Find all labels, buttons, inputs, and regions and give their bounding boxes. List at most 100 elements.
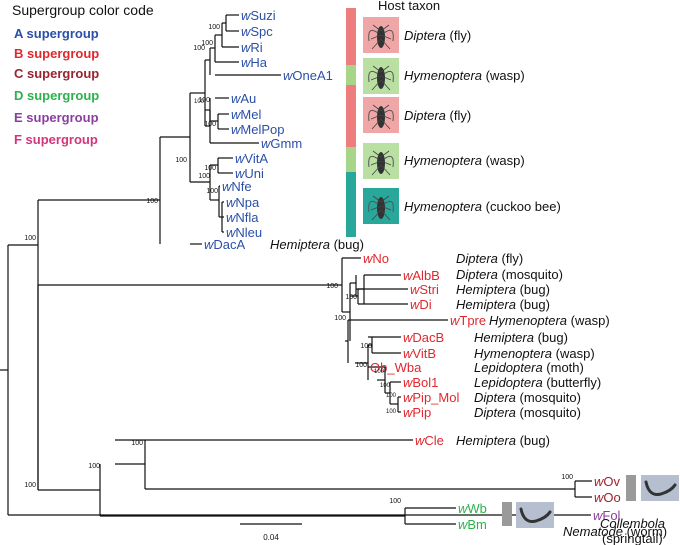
- bootstrap-label: 100: [24, 482, 36, 489]
- host-bar-fly: [346, 85, 356, 147]
- host-label: Hemiptera (bug): [456, 297, 550, 312]
- taxon-label: wAlbB: [403, 268, 440, 283]
- host-bar-worm: [502, 502, 512, 526]
- taxon-label: wUni: [235, 166, 264, 181]
- taxon-label: wNo: [363, 251, 389, 266]
- host-label: Hymenoptera (wasp): [404, 153, 525, 168]
- bootstrap-label: 100: [175, 157, 187, 164]
- bootstrap-label: 100: [88, 463, 100, 470]
- host-label: Diptera (fly): [404, 108, 471, 123]
- host-label: Nematode (worm): [563, 524, 667, 539]
- taxon-label: wAu: [231, 91, 256, 106]
- host-bar-worm: [626, 475, 636, 501]
- worm-image: [641, 475, 679, 501]
- bootstrap-label: 100: [360, 343, 372, 350]
- bootstrap-label: 100: [208, 24, 220, 31]
- bootstrap-label: 100: [193, 45, 205, 52]
- taxon-label: wNleu: [226, 225, 262, 240]
- host-bar-cuckoo-bee: [346, 172, 356, 237]
- taxon-label: wTpre: [450, 313, 486, 328]
- bootstrap-label: 100: [194, 99, 205, 105]
- legend-item-d: D supergroup: [14, 88, 100, 103]
- host-label: Hymenoptera (wasp): [404, 68, 525, 83]
- bootstrap-label: 100: [198, 173, 210, 180]
- taxon-label: wSuzi: [241, 8, 276, 23]
- taxon-label: wHa: [241, 55, 268, 70]
- host-taxon-header: Host taxon: [378, 0, 441, 13]
- host-label: Hymenoptera (cuckoo bee): [404, 199, 561, 214]
- wasp-image: [363, 58, 399, 94]
- taxon-label: wNfla: [226, 210, 259, 225]
- taxon-label: wPip: [403, 405, 431, 420]
- taxon-label: wPip_Mol: [403, 390, 459, 405]
- taxon-label: wDi: [410, 297, 432, 312]
- taxon-label: wVitA: [235, 151, 268, 166]
- host-label: Hemiptera (bug): [456, 282, 550, 297]
- taxon-label: wVitB: [403, 346, 436, 361]
- bootstrap-label: 100: [374, 369, 385, 375]
- fly-image: [363, 97, 399, 133]
- bootstrap-label: 100: [561, 474, 573, 481]
- taxon-label: wBm: [458, 517, 487, 532]
- worm-image: [516, 502, 554, 528]
- taxon-label: wNpa: [226, 195, 260, 210]
- host-label: Diptera (mosquito): [474, 390, 581, 405]
- bootstrap-label: 100: [24, 235, 36, 242]
- bootstrap-label: 100: [386, 409, 397, 415]
- bootstrap-label: 100: [326, 283, 338, 290]
- host-label: Hemiptera (bug): [270, 237, 364, 252]
- taxon-label: Ob_Wba: [370, 360, 422, 375]
- bootstrap-label: 100: [146, 198, 158, 205]
- taxon-label: wBol1: [403, 375, 438, 390]
- bootstrap-label: 100: [198, 97, 210, 104]
- legend-item-b: B supergroup: [14, 46, 100, 61]
- taxon-label: wOo: [594, 490, 621, 505]
- host-bar-wasp: [346, 147, 356, 172]
- bootstrap-label: 100: [334, 315, 346, 322]
- legend-title: Supergroup color code: [12, 2, 154, 18]
- host-label: Hymenoptera (wasp): [474, 346, 595, 361]
- host-label: Diptera (fly): [456, 251, 523, 266]
- host-label: Collembola: [600, 516, 665, 531]
- legend-item-a: A supergroup: [14, 26, 99, 41]
- host-label: (springtail): [602, 531, 663, 545]
- bootstrap-label: 100: [386, 393, 397, 399]
- scale-bar-label: 0.04: [263, 533, 279, 542]
- taxon-label: wOneA1: [283, 68, 333, 83]
- taxon-label: wOv: [594, 474, 621, 489]
- bootstrap-label: 100: [131, 440, 143, 447]
- bootstrap-label: 100: [201, 40, 213, 47]
- bootstrap-label: 100: [345, 294, 357, 301]
- taxon-label: wNfe: [222, 179, 252, 194]
- host-label: Hemiptera (bug): [456, 433, 550, 448]
- taxon-label: wRi: [241, 40, 263, 55]
- host-bar-fly: [346, 8, 356, 65]
- host-label: Diptera (fly): [404, 28, 471, 43]
- legend-item-e: E supergroup: [14, 110, 99, 125]
- taxon-label: wSpc: [241, 24, 273, 39]
- taxon-label: wDacB: [403, 330, 444, 345]
- host-label: Diptera (mosquito): [456, 267, 563, 282]
- taxon-label: wFol: [593, 508, 621, 523]
- taxon-label: wCle: [415, 433, 444, 448]
- taxon-label: wGmm: [261, 136, 302, 151]
- host-label: Lepidoptera (butterfly): [474, 375, 601, 390]
- bootstrap-label: 100: [355, 362, 367, 369]
- host-label: Diptera (mosquito): [474, 405, 581, 420]
- host-bar-wasp: [346, 65, 356, 85]
- taxon-label: wWb: [458, 501, 487, 516]
- host-label: Hymenoptera (wasp): [489, 313, 610, 328]
- wasp-image: [363, 143, 399, 179]
- host-label: Hemiptera (bug): [474, 330, 568, 345]
- cuckoo-bee-image: [363, 188, 399, 224]
- taxon-label: wMelPop: [231, 122, 284, 137]
- host-label: Lepidoptera (moth): [474, 360, 584, 375]
- legend-item-f: F supergroup: [14, 132, 98, 147]
- taxon-label: wStri: [410, 282, 439, 297]
- fly-image: [363, 17, 399, 53]
- legend-item-c: C supergroup: [14, 66, 100, 81]
- taxon-label: wDacA: [204, 237, 246, 252]
- bootstrap-label: 100: [206, 188, 218, 195]
- bootstrap-label: 100: [389, 498, 401, 505]
